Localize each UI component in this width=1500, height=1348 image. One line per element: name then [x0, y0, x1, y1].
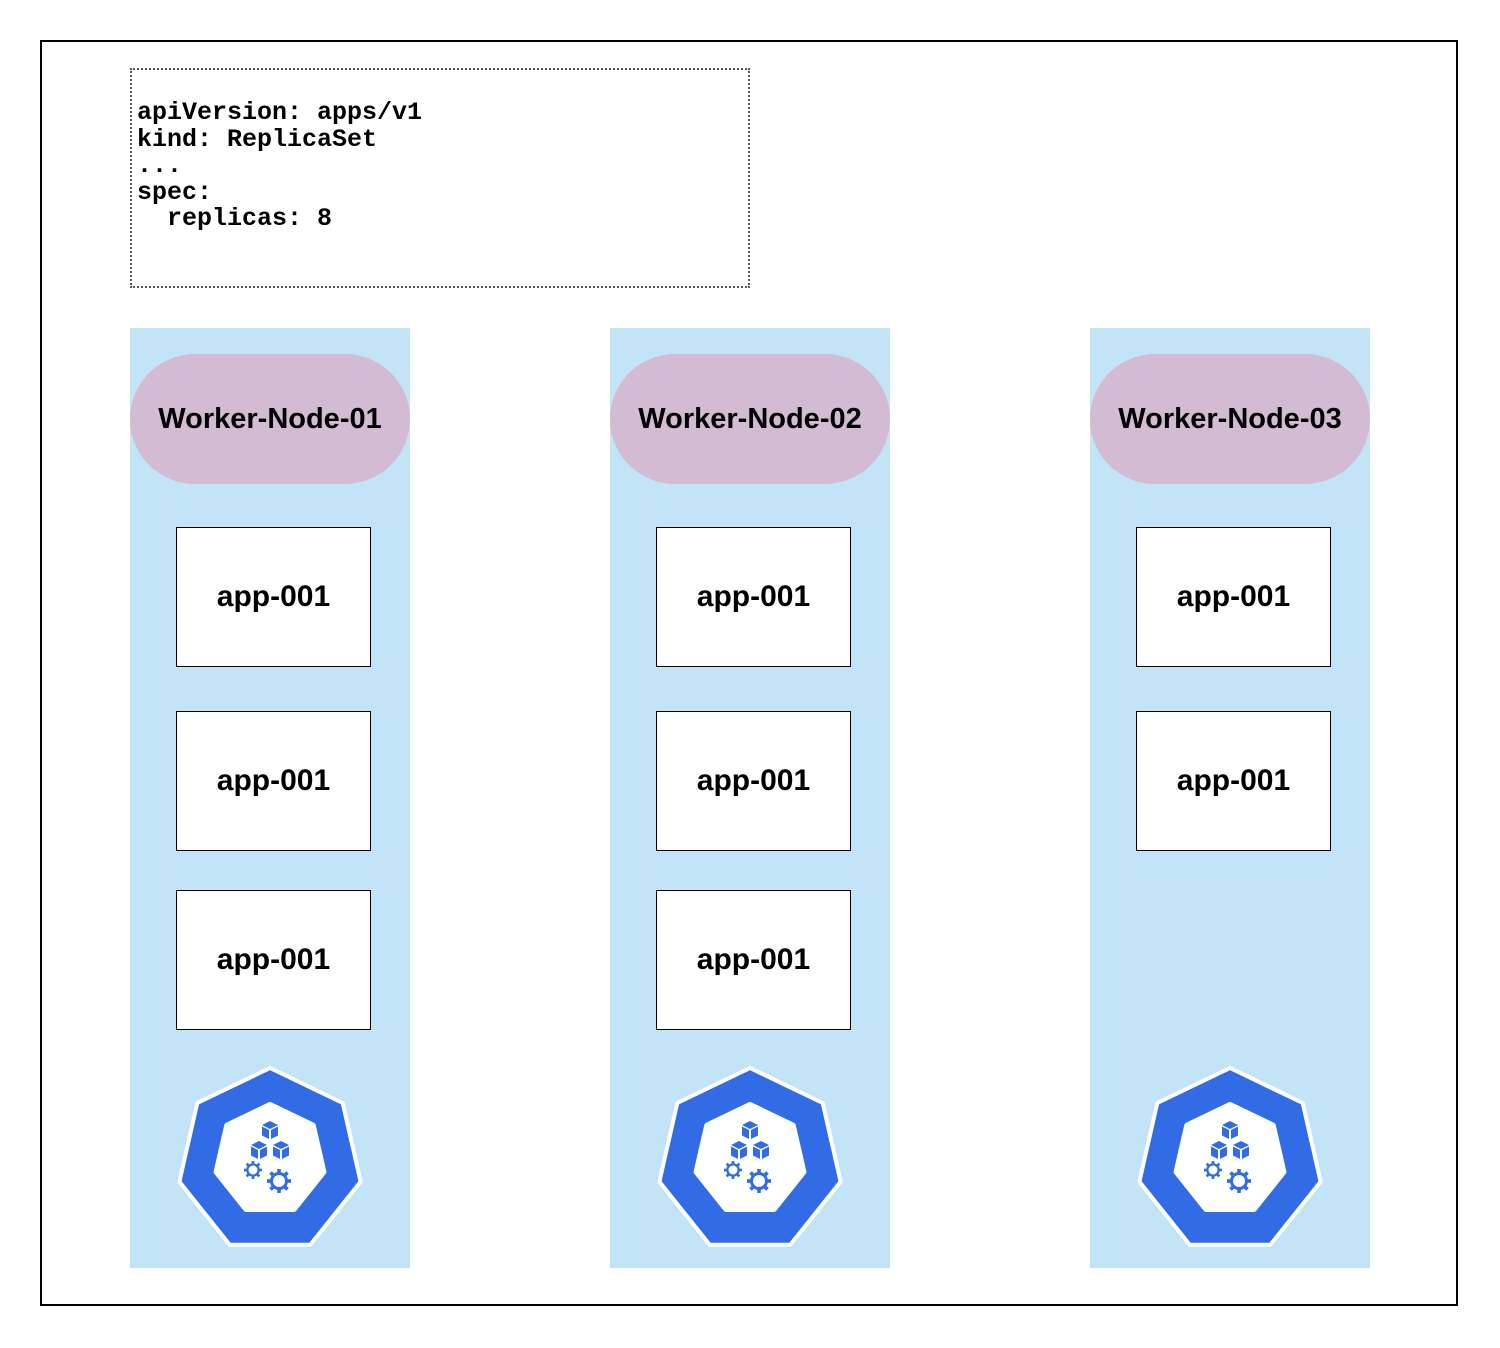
worker-node-02: Worker-Node-02 app-001 app-001 app-001 — [610, 328, 890, 1268]
worker-node-01: Worker-Node-01 app-001 app-001 app-001 — [130, 328, 410, 1268]
manifest-line: kind: ReplicaSet — [137, 124, 378, 154]
worker-node-label: Worker-Node-03 — [1090, 354, 1370, 484]
pod-box: app-001 — [176, 527, 371, 667]
worker-node-03: Worker-Node-03 app-001 app-001 — [1090, 328, 1370, 1268]
pod-box: app-001 — [656, 890, 851, 1030]
kubernetes-node-icon — [655, 1066, 845, 1256]
replicaset-manifest: apiVersion: apps/v1 kind: ReplicaSet ...… — [130, 68, 750, 288]
manifest-line: ... — [137, 151, 183, 180]
kubernetes-node-icon — [1135, 1066, 1325, 1256]
kubernetes-node-icon — [175, 1066, 365, 1256]
worker-node-label: Worker-Node-02 — [610, 354, 890, 484]
manifest-line: spec: — [137, 177, 213, 207]
pod-box: app-001 — [176, 890, 371, 1030]
pod-box: app-001 — [1136, 527, 1331, 667]
manifest-line: replicas: 8 — [137, 204, 333, 233]
worker-node-label: Worker-Node-01 — [130, 354, 410, 484]
pod-box: app-001 — [176, 711, 371, 851]
pod-box: app-001 — [1136, 711, 1331, 851]
pod-box: app-001 — [656, 527, 851, 667]
manifest-code: apiVersion: apps/v1 kind: ReplicaSet ...… — [137, 98, 423, 233]
pod-box: app-001 — [656, 711, 851, 851]
diagram-frame — [40, 40, 1458, 1306]
manifest-line: apiVersion: apps/v1 — [137, 98, 423, 127]
